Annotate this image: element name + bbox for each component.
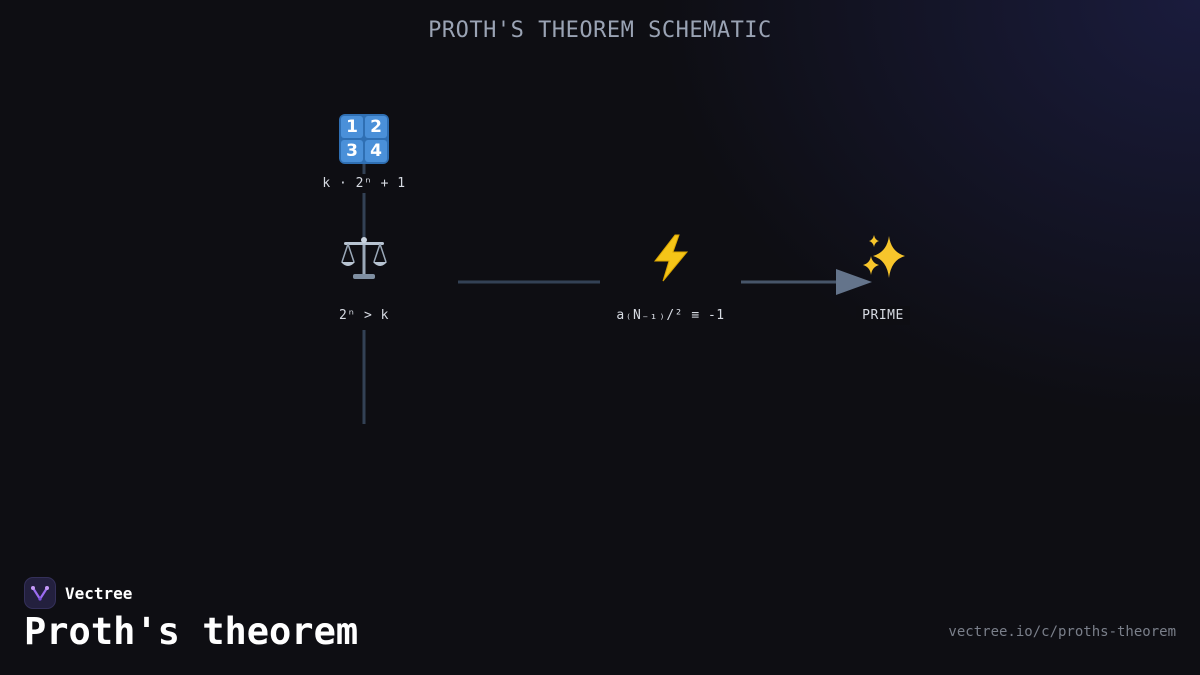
node-result-label: PRIME: [856, 306, 910, 325]
vectree-logo-icon: [24, 577, 56, 609]
brand-name: Vectree: [65, 583, 133, 603]
node-input-label: k · 2ⁿ + 1: [316, 174, 412, 193]
balance-scale-icon: [304, 232, 424, 296]
node-test-label: a₍N₋₁₎/² ≡ -1: [610, 306, 731, 325]
brand: Vectree: [24, 577, 132, 609]
arrowhead-icon: [836, 269, 872, 295]
node-result: PRIME: [833, 232, 933, 325]
diagram-title: PROTH'S THEOREM SCHEMATIC: [428, 18, 772, 43]
node-condition: 2ⁿ > k: [304, 232, 424, 325]
lightning-icon: [600, 232, 741, 296]
footer-url-link[interactable]: vectree.io/c/proths-theorem: [948, 624, 1176, 640]
sparkles-icon: [833, 232, 933, 296]
page-title: Proth's theorem: [24, 610, 359, 653]
node-test: a₍N₋₁₎/² ≡ -1: [600, 232, 741, 325]
node-condition-label: 2ⁿ > k: [333, 306, 395, 325]
